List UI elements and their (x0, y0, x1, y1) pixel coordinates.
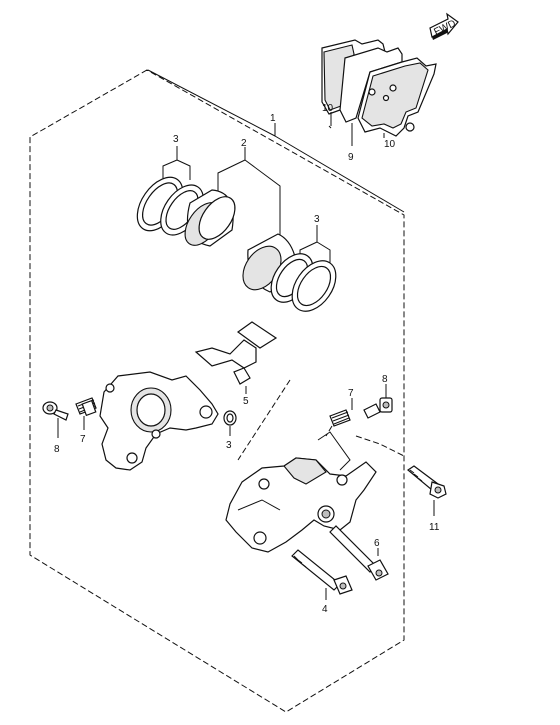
bleeder-valve-left (75, 397, 97, 417)
slide-pin-6 (329, 525, 389, 581)
callout-3-top: 3 (173, 134, 179, 145)
callout-11: 11 (429, 522, 440, 533)
bleeder-valve-right (329, 409, 351, 427)
callout-2: 2 (241, 138, 247, 149)
assembly-boundary (29, 69, 405, 713)
pin-bolt-4 (291, 549, 353, 595)
callout-4: 4 (322, 604, 328, 615)
brake-pad-set (321, 39, 437, 137)
fwd-arrow-icon: FWD (429, 12, 459, 40)
fwd-label: FWD (432, 18, 457, 38)
callout-8-left: 8 (54, 444, 60, 455)
callout-1: 1 (270, 113, 276, 124)
bleeder-cap-left (42, 401, 69, 421)
callout-10-right: 10 (384, 139, 396, 150)
caliper-bracket (99, 371, 219, 471)
callout-7-right: 7 (348, 388, 354, 399)
callout-9: 9 (348, 152, 354, 163)
callout-5: 5 (243, 396, 249, 407)
callout-7-left: 7 (80, 434, 86, 445)
left-piston-seal-group (136, 176, 236, 247)
callout-3-right: 3 (314, 214, 320, 225)
caliper-body (225, 431, 377, 553)
assembly-dash-line (237, 379, 291, 461)
pad-spring (194, 321, 278, 394)
callout-3-washer: 3 (226, 440, 232, 451)
callout-8-right: 8 (382, 374, 388, 385)
callout-10-left: 10 (322, 103, 334, 114)
callout-6: 6 (374, 538, 380, 549)
bleeder-cap-right (363, 397, 393, 419)
mounting-bolt-11 (406, 465, 447, 499)
right-piston-seal-group (242, 233, 337, 312)
